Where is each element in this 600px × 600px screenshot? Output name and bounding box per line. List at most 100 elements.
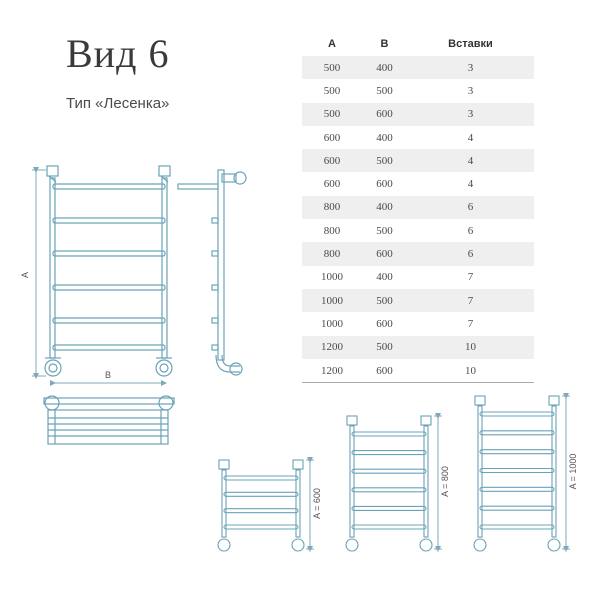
variant-right-post (295, 469, 301, 538)
cell-inserts: 10 (406, 335, 534, 359)
rung (52, 284, 166, 291)
cell-inserts: 6 (406, 242, 534, 266)
cell-a: 1200 (302, 358, 362, 384)
variant-rung (479, 430, 555, 436)
variant-cap (548, 395, 560, 406)
page-title: Вид 6 (66, 31, 170, 76)
variant-rung (479, 505, 555, 511)
column-header-b: B (380, 38, 389, 50)
cell-a: 1000 (320, 271, 343, 284)
rung (52, 344, 166, 351)
cell-a: 800 (302, 195, 362, 220)
variant-valve (473, 538, 487, 552)
right-post (161, 177, 168, 359)
variant-valve (217, 538, 231, 552)
cell-b: 500 (361, 335, 407, 359)
side-rung (177, 183, 219, 190)
table-header-row: A B Вставки (302, 32, 534, 56)
variant-dimension-label: A = 800 (440, 466, 450, 497)
size-variants: A = 600 A = 800 A = 1000 (217, 393, 578, 552)
side-post (217, 169, 225, 361)
cell-inserts: 4 (467, 178, 474, 191)
column-header-inserts: Вставки (448, 38, 493, 50)
front-view (44, 165, 173, 377)
variant-cap (474, 395, 486, 406)
cell-inserts: 6 (467, 224, 474, 237)
variant-rung (351, 450, 427, 456)
cell-b: 600 (361, 242, 407, 266)
variant-rung (479, 449, 555, 455)
cell-b: 500 (376, 84, 393, 97)
cell-b: 600 (361, 358, 407, 384)
top-view (43, 395, 175, 445)
cell-b: 600 (376, 317, 393, 330)
cell-b: 400 (361, 56, 407, 80)
cell-inserts: 7 (467, 271, 474, 284)
variant-rung (351, 505, 427, 511)
cell-inserts: 4 (467, 131, 474, 144)
cell-inserts: 3 (406, 102, 534, 126)
variant-rung (351, 524, 427, 530)
rung (52, 183, 166, 190)
variant-left-post (349, 425, 355, 538)
cell-b: 500 (376, 224, 393, 237)
cell-a: 500 (302, 102, 362, 126)
cell-a: 1000 (320, 317, 343, 330)
variant-valve (419, 538, 433, 552)
cell-a: 600 (302, 149, 362, 173)
side-top-fitting (233, 171, 247, 185)
top-bar (43, 397, 175, 405)
variant-dimension (562, 393, 570, 552)
variant-rung (479, 411, 555, 417)
cell-a: 1200 (302, 335, 362, 359)
variant-rung (479, 524, 555, 530)
cell-inserts: 6 (406, 195, 534, 220)
variant-valve (291, 538, 305, 552)
rung (52, 250, 166, 257)
rung (52, 217, 166, 224)
left-post (49, 177, 56, 359)
side-view (177, 169, 247, 376)
rung (52, 317, 166, 324)
cell-inserts: 7 (406, 288, 534, 313)
variant-right-post (551, 405, 557, 538)
variant-rail (217, 459, 305, 552)
variant-rail (473, 395, 561, 552)
variant-rung (223, 475, 299, 481)
variant-dimension-label: A = 1000 (568, 454, 578, 490)
variant-cap (292, 459, 304, 470)
cell-b: 500 (361, 149, 407, 173)
variant-dimension (434, 413, 442, 552)
cell-inserts: 4 (406, 149, 534, 173)
cell-inserts: 7 (467, 317, 474, 330)
right-top-cap (158, 165, 171, 177)
variant-rung (223, 524, 299, 530)
variant-valve (345, 538, 359, 552)
variant-rung (223, 491, 299, 497)
variant-rung (479, 467, 555, 474)
variant-cap (420, 415, 432, 426)
cell-inserts: 10 (406, 358, 534, 384)
variant-valve (547, 538, 561, 552)
cell-a: 600 (323, 131, 341, 144)
variant-rung (479, 486, 555, 492)
left-valve (44, 359, 62, 377)
variant-dimension-label: A = 600 (312, 488, 322, 519)
variant-cap (218, 459, 230, 470)
variant-rung (351, 487, 427, 493)
cell-b: 600 (376, 178, 393, 191)
dimension-a-label: A (20, 272, 30, 278)
